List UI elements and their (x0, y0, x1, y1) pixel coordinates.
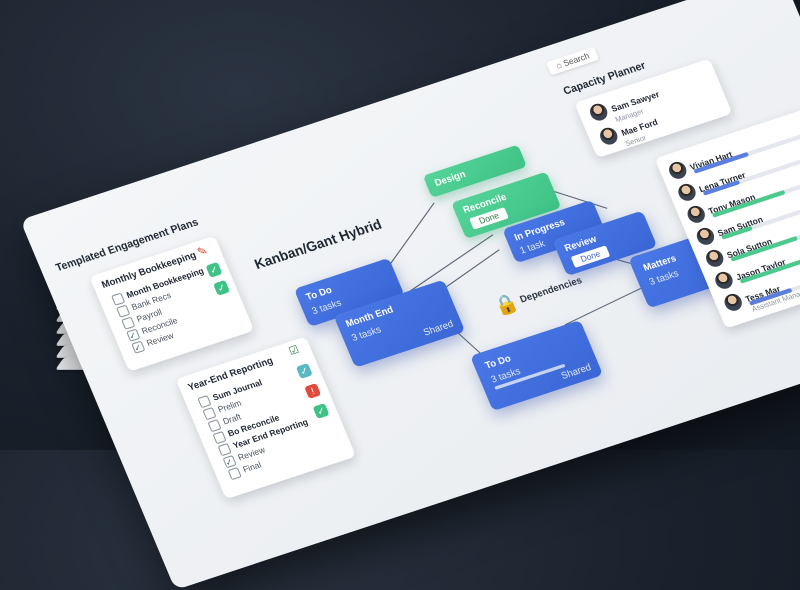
avatar (685, 203, 708, 224)
avatar (587, 101, 610, 122)
card-title: Design (433, 168, 467, 188)
card-meta: Shared (422, 318, 455, 338)
workspace-board: Templated Engagement Plans Monthly Bookk… (20, 0, 800, 590)
avatar (666, 159, 689, 180)
avatar (676, 181, 699, 202)
avatar (694, 225, 717, 246)
avatar (597, 125, 620, 146)
dependency-link (561, 288, 645, 324)
avatar (703, 247, 726, 268)
avatar (712, 269, 735, 290)
avatar (722, 291, 745, 312)
scene: Templated Engagement Plans Monthly Bookk… (0, 0, 800, 450)
search-label: Search (562, 51, 591, 68)
